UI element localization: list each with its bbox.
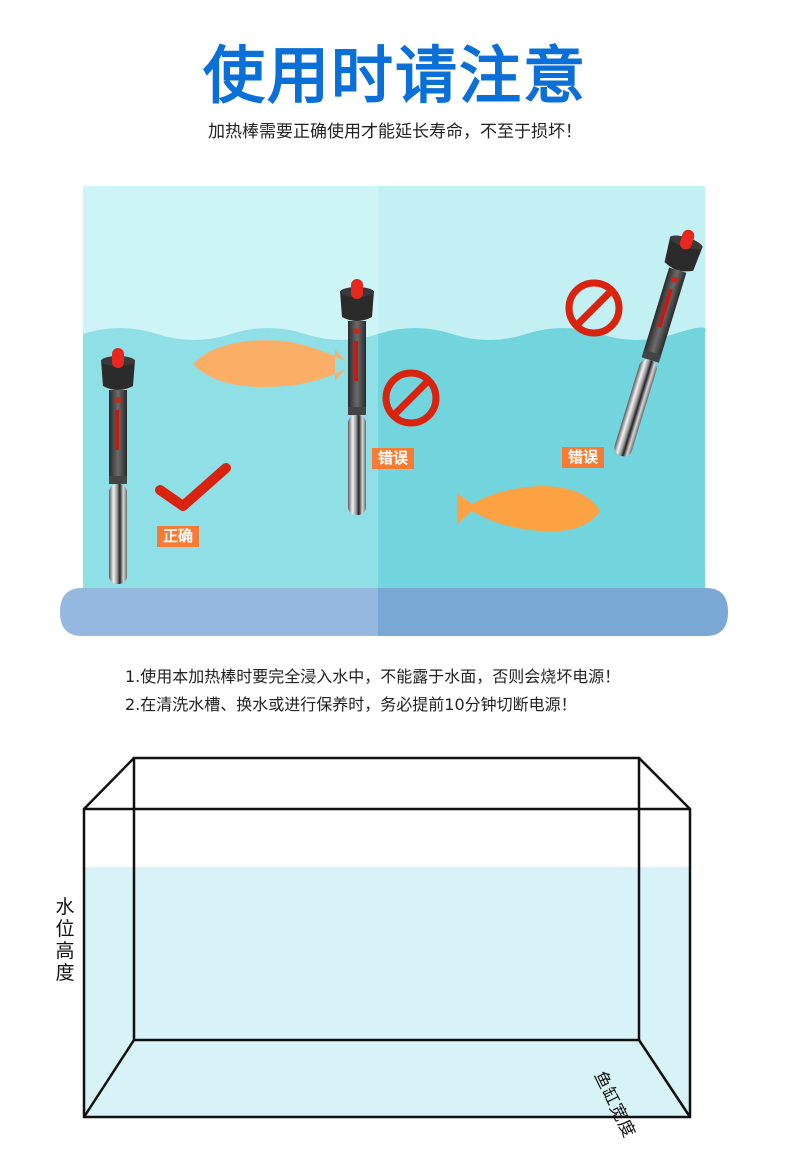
right-water [378, 327, 706, 588]
badge-wrong: 错误 [372, 448, 415, 469]
aquarium-scene [60, 186, 728, 636]
prohibited-icon [382, 369, 440, 427]
note-line-2: 2.在清洗水槽、换水或进行保养时，务必提前10分钟切断电源！ [125, 695, 577, 714]
fish-icon [457, 486, 600, 532]
page-subtitle: 加热棒需要正确使用才能延长寿命，不至于损坏！ [208, 122, 582, 142]
badge-correct: 正确 [157, 526, 200, 547]
prohibited-icon [565, 279, 623, 337]
badge-wrong: 错误 [562, 447, 605, 468]
note-line-1: 1.使用本加热棒时要完全浸入水中，不能露于水面，否则会烧坏电源！ [125, 667, 621, 686]
base-right [378, 588, 728, 636]
tank-wireframe [82, 756, 692, 1119]
left-water [83, 328, 378, 588]
usage-notes: 1.使用本加热棒时要完全浸入水中，不能露于水面，否则会烧坏电源！ 2.在清洗水槽… [125, 663, 620, 719]
tank-diagram [50, 750, 710, 1134]
base-left [60, 588, 378, 636]
page-title: 使用时请注意 [202, 39, 587, 112]
check-icon [155, 463, 231, 511]
water-height-label: 水位高度 [55, 896, 75, 984]
fish-icon [193, 340, 345, 388]
usage-illustration: 正确 错误 错误 [60, 186, 730, 638]
